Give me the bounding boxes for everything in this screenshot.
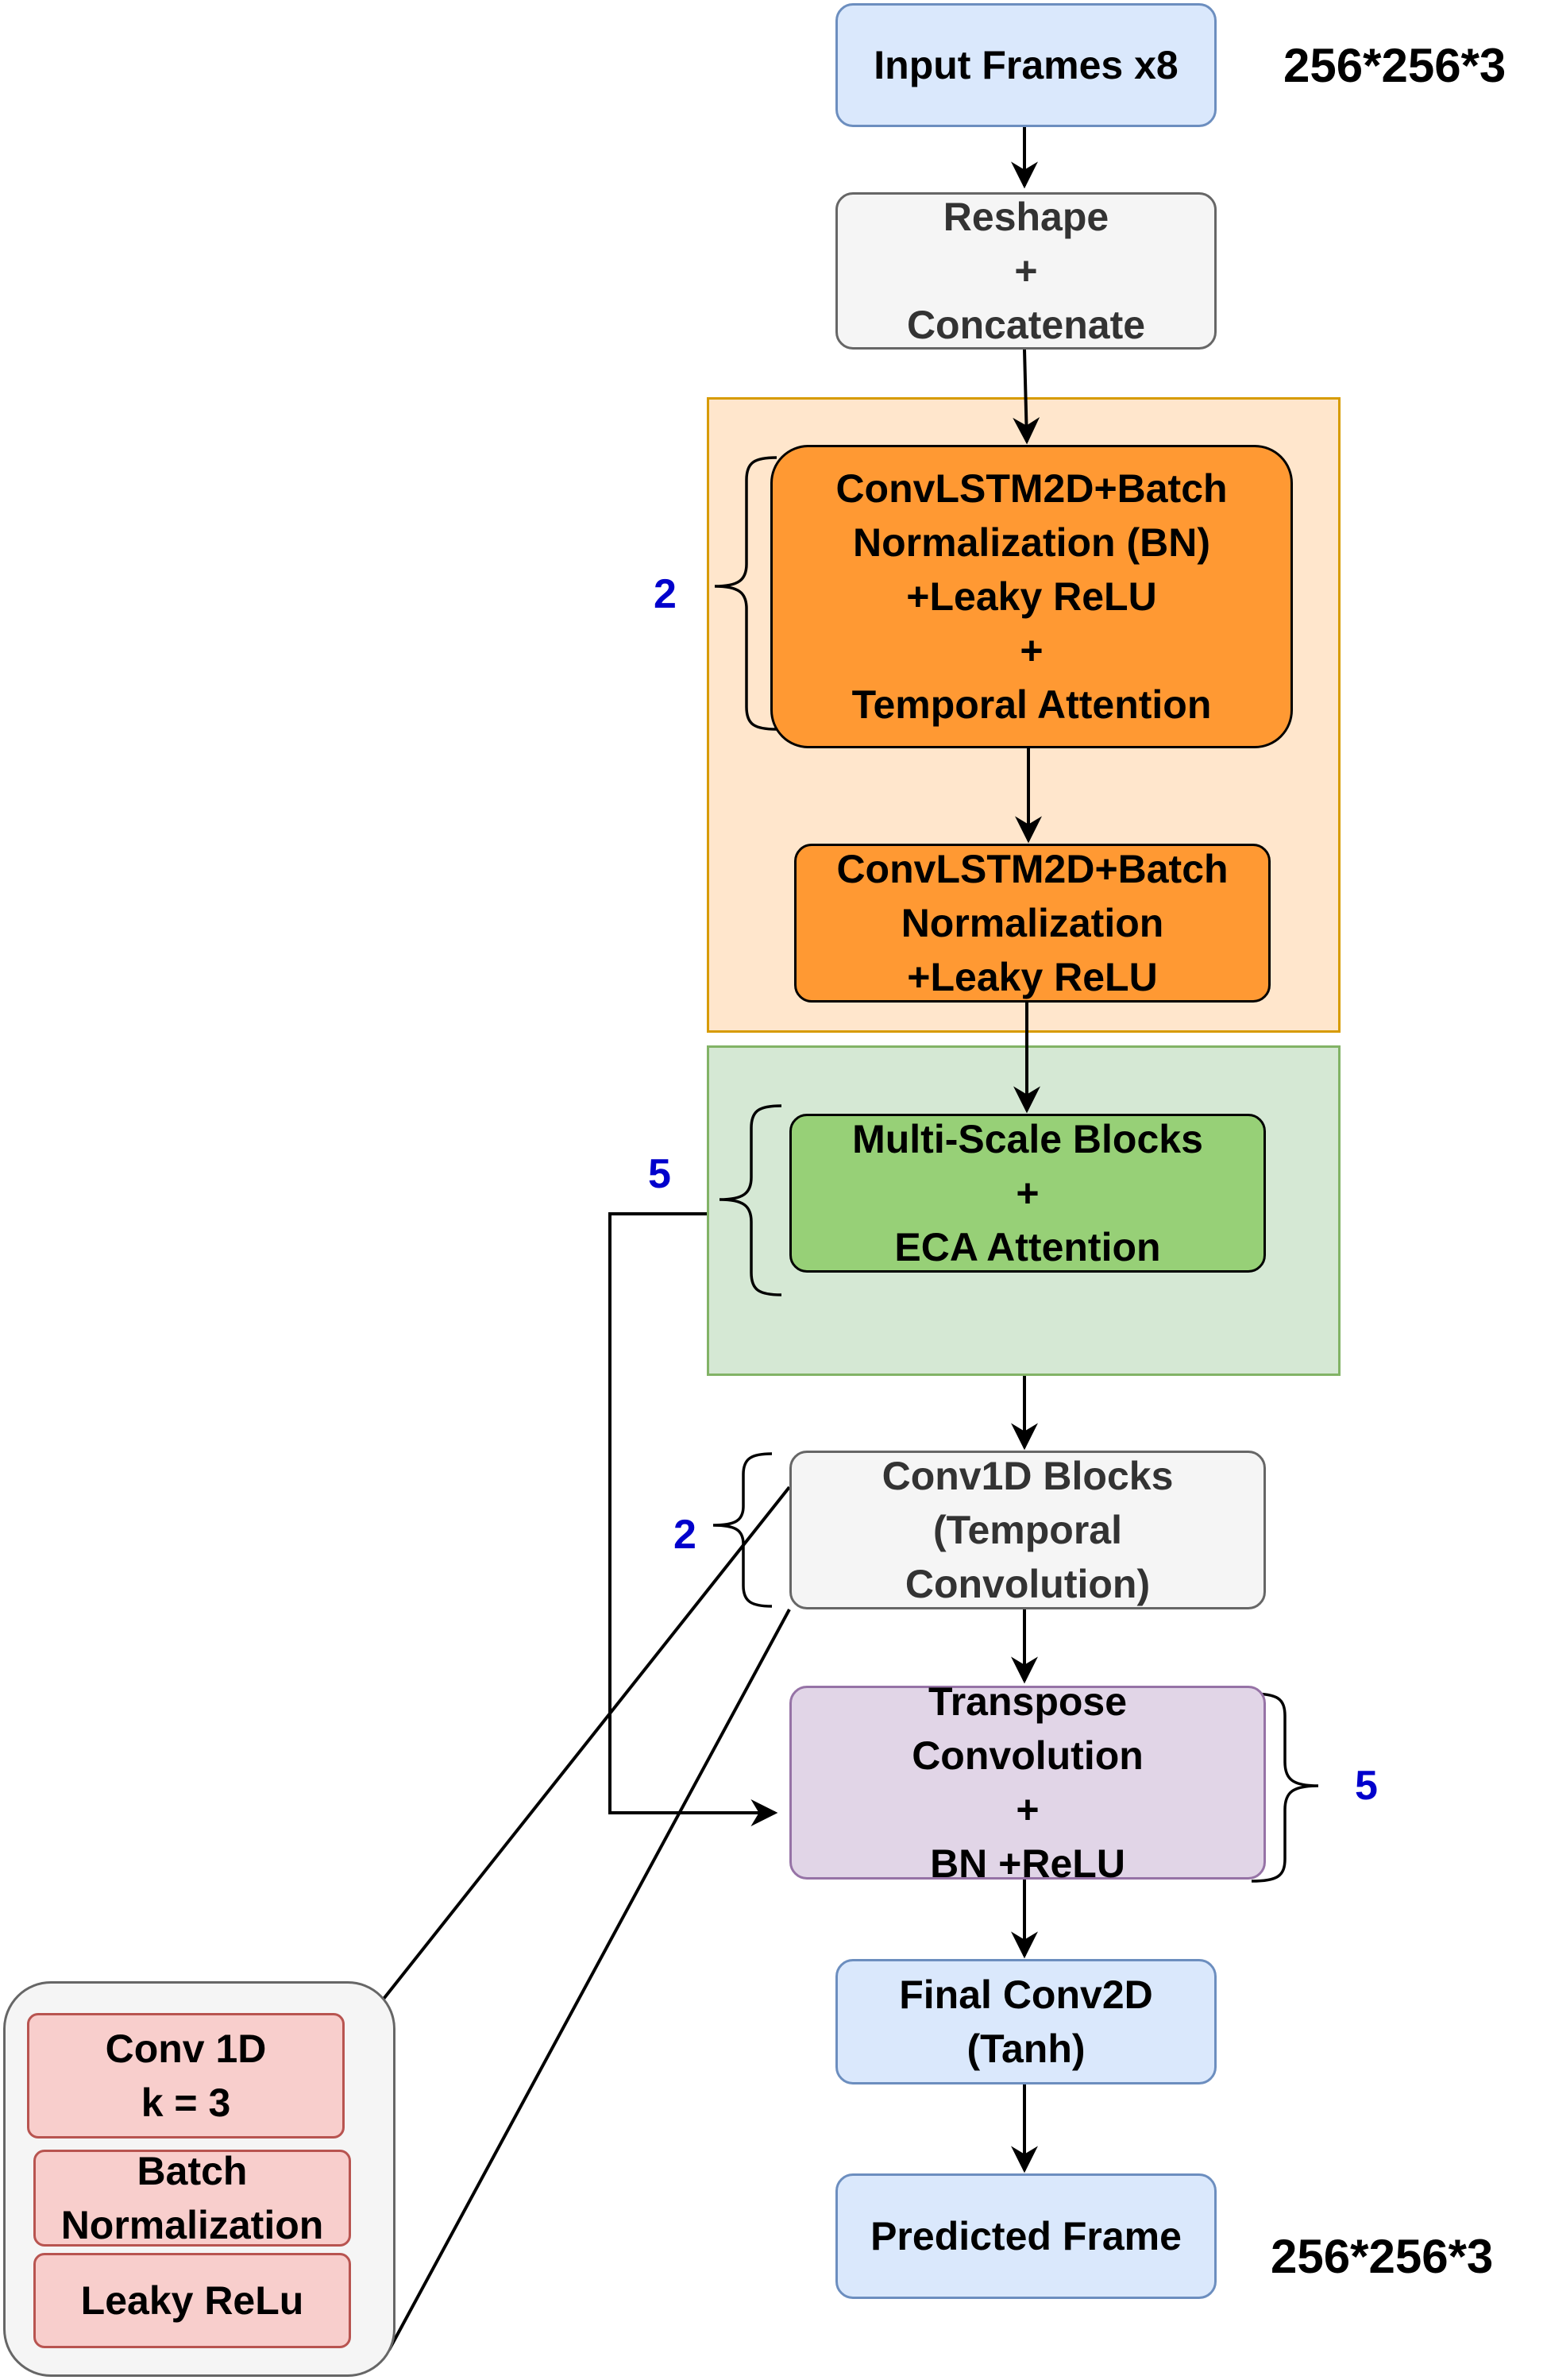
conv1d-blocks-node: Conv1D Blocks (Temporal Convolution) xyxy=(789,1451,1266,1609)
inset-callout-upper xyxy=(380,1486,791,2003)
multiscale-eca-node: Multi-Scale Blocks + ECA Attention xyxy=(789,1114,1266,1273)
reshape-concatenate-node: Reshape + Concatenate xyxy=(835,192,1217,350)
brace-convlstm xyxy=(714,456,777,731)
convlstm-node: ConvLSTM2D+Batch Normalization +Leaky Re… xyxy=(794,844,1271,1003)
inset-leaky-relu-node: Leaky ReLu xyxy=(33,2253,351,2348)
final-conv2d-node: Final Conv2D (Tanh) xyxy=(835,1959,1217,2084)
brace-conv1d xyxy=(712,1452,773,1608)
brace-transpose xyxy=(1251,1692,1319,1883)
repeat-count-conv1d: 2 xyxy=(673,1512,696,1558)
input-frames-node: Input Frames x8 xyxy=(835,3,1217,127)
inset-conv1d-node: Conv 1D k = 3 xyxy=(27,2013,345,2139)
inset-callout-lower xyxy=(388,1609,791,2351)
repeat-count-transpose: 5 xyxy=(1355,1763,1378,1809)
edge-skip-connection xyxy=(608,1212,778,1826)
transpose-convolution-node: Transpose Convolution + BN +ReLU xyxy=(789,1679,1266,1886)
predicted-frame-node: Predicted Frame xyxy=(835,2173,1217,2299)
repeat-count-convlstm: 2 xyxy=(654,571,677,617)
edge-reshape-convlstm xyxy=(1013,349,1040,445)
input-dimension-label: 256*256*3 xyxy=(1283,39,1506,92)
convlstm-temporal-attention-node: ConvLSTM2D+Batch Normalization (BN) +Lea… xyxy=(770,445,1293,748)
output-dimension-label: 256*256*3 xyxy=(1271,2230,1494,2283)
repeat-count-multiscale: 5 xyxy=(648,1151,671,1197)
inset-batchnorm-node: Batch Normalization xyxy=(33,2149,351,2247)
brace-multiscale xyxy=(719,1104,782,1296)
